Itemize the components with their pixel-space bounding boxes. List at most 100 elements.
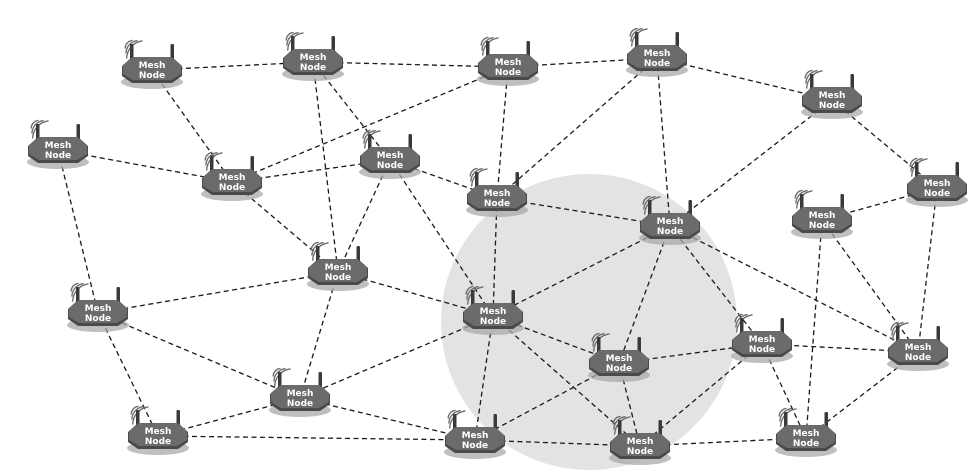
router-body-icon bbox=[908, 175, 966, 198]
router-body-icon bbox=[641, 213, 699, 236]
node-label-line2: Node bbox=[793, 439, 819, 449]
node-label-line1: Mesh bbox=[793, 429, 820, 439]
mesh-link-n12-n16 bbox=[669, 225, 919, 353]
router-body-icon bbox=[203, 169, 261, 192]
node-label-line1: Mesh bbox=[85, 304, 112, 314]
mesh-link-n10-n17 bbox=[299, 271, 339, 399]
router-body-icon bbox=[468, 185, 526, 208]
node-label-line1: Mesh bbox=[287, 389, 314, 399]
router-body-icon bbox=[129, 423, 187, 446]
mesh-link-n5-n12 bbox=[669, 99, 833, 227]
router-body-icon bbox=[777, 425, 835, 448]
mesh-link-n16-n23 bbox=[805, 351, 919, 439]
wifi-signal-icon bbox=[124, 39, 143, 59]
wifi-signal-icon bbox=[362, 129, 381, 149]
node-label-line2: Node bbox=[85, 314, 111, 324]
mesh-link-n6-n9 bbox=[57, 149, 99, 314]
mesh-link-n1-n7 bbox=[151, 69, 233, 183]
wifi-signal-icon bbox=[204, 151, 223, 171]
node-label-line1: Mesh bbox=[484, 189, 511, 199]
mesh-link-n2-n3 bbox=[312, 61, 509, 68]
node-label-line1: Mesh bbox=[819, 91, 846, 101]
router-body-icon bbox=[611, 433, 669, 456]
node-label-line2: Node bbox=[287, 399, 313, 409]
wifi-signal-icon bbox=[804, 69, 823, 89]
node-label-line2: Node bbox=[325, 273, 351, 283]
node-label-line2: Node bbox=[480, 317, 506, 327]
router-body-icon bbox=[271, 385, 329, 408]
wifi-signal-icon bbox=[30, 119, 49, 139]
mesh-link-n14-n16 bbox=[821, 219, 919, 353]
node-label-line2: Node bbox=[809, 221, 835, 231]
wifi-signal-icon bbox=[469, 167, 488, 187]
wifi-signal-icon bbox=[794, 189, 813, 209]
node-label-line1: Mesh bbox=[495, 58, 522, 68]
router-body-icon bbox=[733, 331, 791, 354]
mesh-link-n13-n16 bbox=[917, 187, 938, 353]
wifi-signal-icon bbox=[310, 241, 329, 261]
node-label-line1: Mesh bbox=[139, 61, 166, 71]
node-label-line1: Mesh bbox=[905, 343, 932, 353]
node-label-line1: Mesh bbox=[377, 151, 404, 161]
wifi-signal-icon bbox=[890, 321, 909, 341]
mesh-link-n3-n11 bbox=[496, 66, 509, 199]
router-body-icon bbox=[793, 207, 851, 230]
router-body-icon bbox=[803, 87, 861, 110]
coverage-zone-layer bbox=[441, 174, 737, 470]
node-label-line1: Mesh bbox=[219, 173, 246, 183]
node-label-line2: Node bbox=[484, 199, 510, 209]
router-body-icon bbox=[284, 49, 342, 72]
node-label-line1: Mesh bbox=[462, 431, 489, 441]
wifi-signal-icon bbox=[130, 405, 149, 425]
wifi-signal-icon bbox=[629, 27, 648, 47]
coverage-zone bbox=[441, 174, 737, 470]
wifi-signal-icon bbox=[70, 282, 89, 302]
mesh-link-n4-n11 bbox=[496, 57, 658, 199]
node-label-line2: Node bbox=[219, 183, 245, 193]
mesh-link-n17-n15 bbox=[299, 315, 494, 399]
router-body-icon bbox=[361, 147, 419, 170]
mesh-link-n15-n21 bbox=[474, 315, 494, 441]
mesh-link-n14-n23 bbox=[805, 219, 823, 439]
wifi-signal-icon bbox=[734, 313, 753, 333]
node-label-line2: Node bbox=[749, 345, 775, 355]
mesh-link-n4-n12 bbox=[656, 57, 671, 227]
node-label-line1: Mesh bbox=[749, 335, 776, 345]
node-label-line1: Mesh bbox=[627, 437, 654, 447]
node-label-line2: Node bbox=[905, 353, 931, 363]
wifi-signal-icon bbox=[480, 36, 499, 56]
mesh-link-n11-n15 bbox=[492, 197, 498, 317]
node-label-line2: Node bbox=[644, 59, 670, 69]
mesh-link-n2-n10 bbox=[312, 61, 339, 273]
mesh-link-n9-n10 bbox=[97, 271, 339, 314]
mesh-link-n3-n7 bbox=[231, 66, 509, 183]
node-label-line2: Node bbox=[145, 437, 171, 447]
wifi-signal-icon bbox=[447, 409, 466, 429]
